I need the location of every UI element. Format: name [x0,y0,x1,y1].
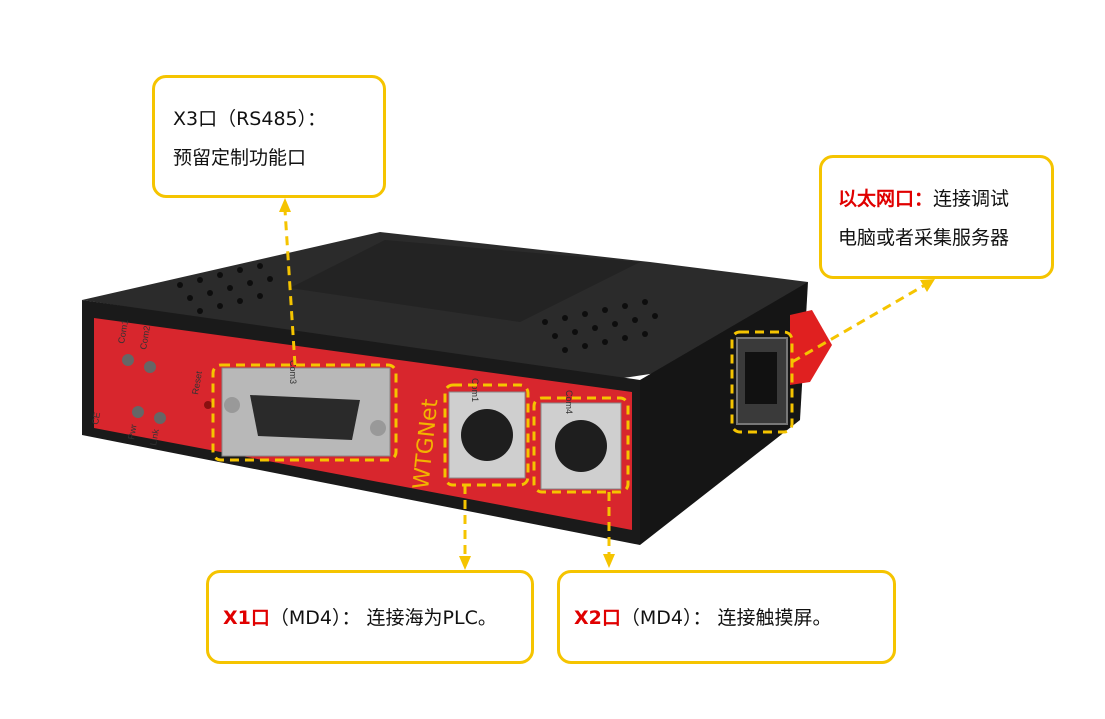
x1-port-highlight [443,383,530,487]
port-label-com1: Com1 [470,378,480,402]
x1-callout-title: X1口 [223,607,270,629]
status-leds [122,354,166,424]
x2-port-callout: X2口（MD4）： 连接触摸屏。 [557,570,896,664]
x1-port-callout: X1口（MD4）： 连接海为PLC。 [206,570,534,664]
led-label-link: Link [148,428,161,446]
ethernet-port-callout: 以太网口：连接调试 电脑或者采集服务器 [819,155,1054,279]
leader-lines [279,198,935,570]
vent-holes-left [177,263,273,314]
x1-callout-text: （MD4）： 连接海为PLC。 [269,607,497,629]
x2-callout-text: （MD4）： 连接触摸屏。 [620,607,832,629]
led-label-com1: Com1 [116,319,130,344]
din-rail-clip [790,310,832,385]
md4-port-x2 [540,402,622,490]
x3-port-highlight [211,363,398,462]
reset-button [204,401,212,409]
x2-callout-title: X2口 [574,607,621,629]
db9-port-x3 [221,367,391,457]
ethernet-callout-title: 以太网口： [838,188,934,210]
x3-callout-line1: X3口（RS485）： [173,108,327,130]
device-top-ridge [290,240,640,322]
ce-mark: CE [90,411,102,425]
reset-label: Reset [190,370,204,395]
port-label-com3: Com3 [288,360,298,384]
led-label-pwr: Pwr [126,423,139,440]
x3-port-callout: X3口（RS485）： 预留定制功能口 [152,75,386,198]
md4-port-x1 [448,391,526,479]
port-label-com4: Com4 [564,390,574,414]
vent-holes-right [542,299,658,353]
ethernet-callout-line2: 电脑或者采集服务器 [838,227,1010,249]
ethernet-port-highlight [730,330,794,434]
led-label-com2: Com2 [138,325,152,350]
ethernet-callout-line1: 连接调试 [933,188,1010,210]
x2-port-highlight [532,396,630,494]
x3-callout-line2: 预留定制功能口 [173,147,307,169]
